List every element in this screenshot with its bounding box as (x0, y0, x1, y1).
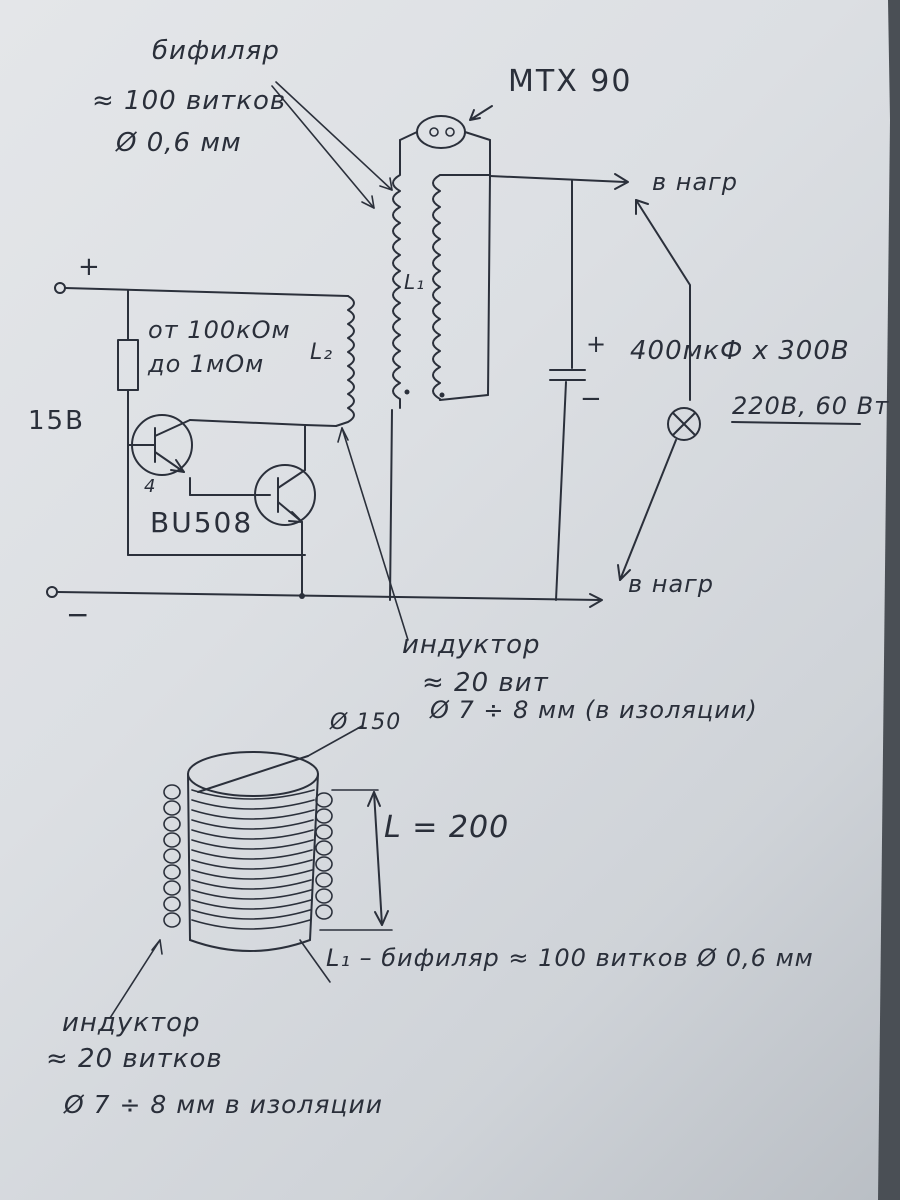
capacitor-plus-sign: + (586, 330, 608, 358)
coil-l1 (392, 139, 401, 409)
q2-collector (277, 469, 306, 489)
to-load-bottom-label: в нагр (628, 570, 715, 598)
lamp-lower-wire (619, 439, 677, 581)
to-load-top-label: в нагр (652, 168, 739, 196)
coil-left-side (187, 773, 191, 941)
capacitor-bottom-wire (555, 381, 567, 601)
mtx90-symbol (416, 115, 466, 149)
resistor-from-label: от 100кОм (148, 316, 291, 344)
coil-diameter-label: Ø 150 (330, 710, 402, 735)
bifilar-wire: Ø 0,6 мм (116, 128, 242, 158)
q1-emitter-arrow (170, 459, 185, 473)
transistor-count: 4 (144, 476, 157, 497)
collector-wire (189, 419, 306, 426)
junction-dot (299, 593, 305, 599)
coil-diameter-line (197, 755, 309, 793)
lamp-upper-wire (635, 199, 691, 401)
transistor-type-label: BU508 (150, 506, 254, 539)
positive-sign: + (78, 252, 101, 282)
q1-collector (154, 419, 191, 437)
inductor-loops-left (163, 784, 181, 928)
winding-dot-1 (404, 389, 410, 395)
negative-rail (56, 591, 601, 601)
l2-to-collector (304, 424, 337, 427)
q1-emitter (154, 451, 185, 473)
secondary-bottom-wire (439, 394, 489, 401)
inductor-turns-bottom: ≈ 20 витков (46, 1044, 223, 1074)
mtx-right-wire (464, 131, 491, 141)
inductor-title-bottom: индуктор (62, 1008, 201, 1038)
capacitor-minus-sign: − (580, 384, 603, 414)
inductor-pointer (341, 427, 409, 641)
coil-bottom-arc (189, 939, 311, 952)
positive-terminal (54, 282, 66, 294)
transistor-q2 (254, 464, 316, 526)
positive-rail (64, 287, 349, 297)
lamp-rating-label: 220В, 60 Вт (732, 392, 890, 420)
coil-l2 (335, 295, 355, 427)
length-dimension-line (373, 791, 383, 926)
negative-terminal (46, 586, 58, 598)
l1-note: L₁ – бифиляр ≈ 100 витков Ø 0,6 мм (326, 944, 814, 972)
bifilar-title: бифиляр (152, 36, 280, 66)
capacitor-value-label: 400мкФ х 300В (630, 336, 850, 366)
bifilar-pointer-2 (275, 81, 393, 191)
lamp-rating-underline (731, 421, 861, 425)
resistor-to-label: до 1мОм (148, 350, 265, 378)
lamp (667, 407, 701, 441)
l1-bottom-pointer (299, 939, 331, 983)
output-top-arrow (614, 173, 629, 190)
secondary-winding (432, 174, 441, 401)
mtx-left-wire (399, 131, 418, 141)
inductor-loops-right (315, 792, 333, 920)
resistor (117, 339, 139, 391)
output-bottom-arrow (589, 593, 603, 608)
coil-diameter-leader (307, 725, 363, 757)
inductor-wire: Ø 7 ÷ 8 мм (в изоляции) (430, 696, 758, 724)
output-top-wire (489, 175, 626, 183)
secondary-right-wire (487, 174, 491, 396)
bifilar-pointer-1 (271, 85, 375, 209)
supply-voltage-label: 15В (28, 406, 85, 436)
bifilar-turns: ≈ 100 витков (92, 86, 287, 116)
transformer-label: МТХ 90 (508, 64, 633, 99)
winding-dot-2 (439, 392, 445, 398)
coil-l1-label: L₁ (404, 270, 426, 294)
coil-l2-label: L₂ (310, 340, 334, 365)
inductor-wire-bottom: Ø 7 ÷ 8 мм в изоляции (64, 1090, 383, 1119)
negative-sign: − (66, 598, 91, 631)
l1-return-wire (389, 409, 393, 601)
inductor-title: индуктор (402, 630, 541, 660)
mtx-pointer-arrow (469, 105, 493, 121)
coil-length-label: L = 200 (384, 810, 510, 845)
inductor-turns: ≈ 20 вит (422, 668, 549, 698)
inductor-bottom-pointer (109, 939, 161, 1019)
